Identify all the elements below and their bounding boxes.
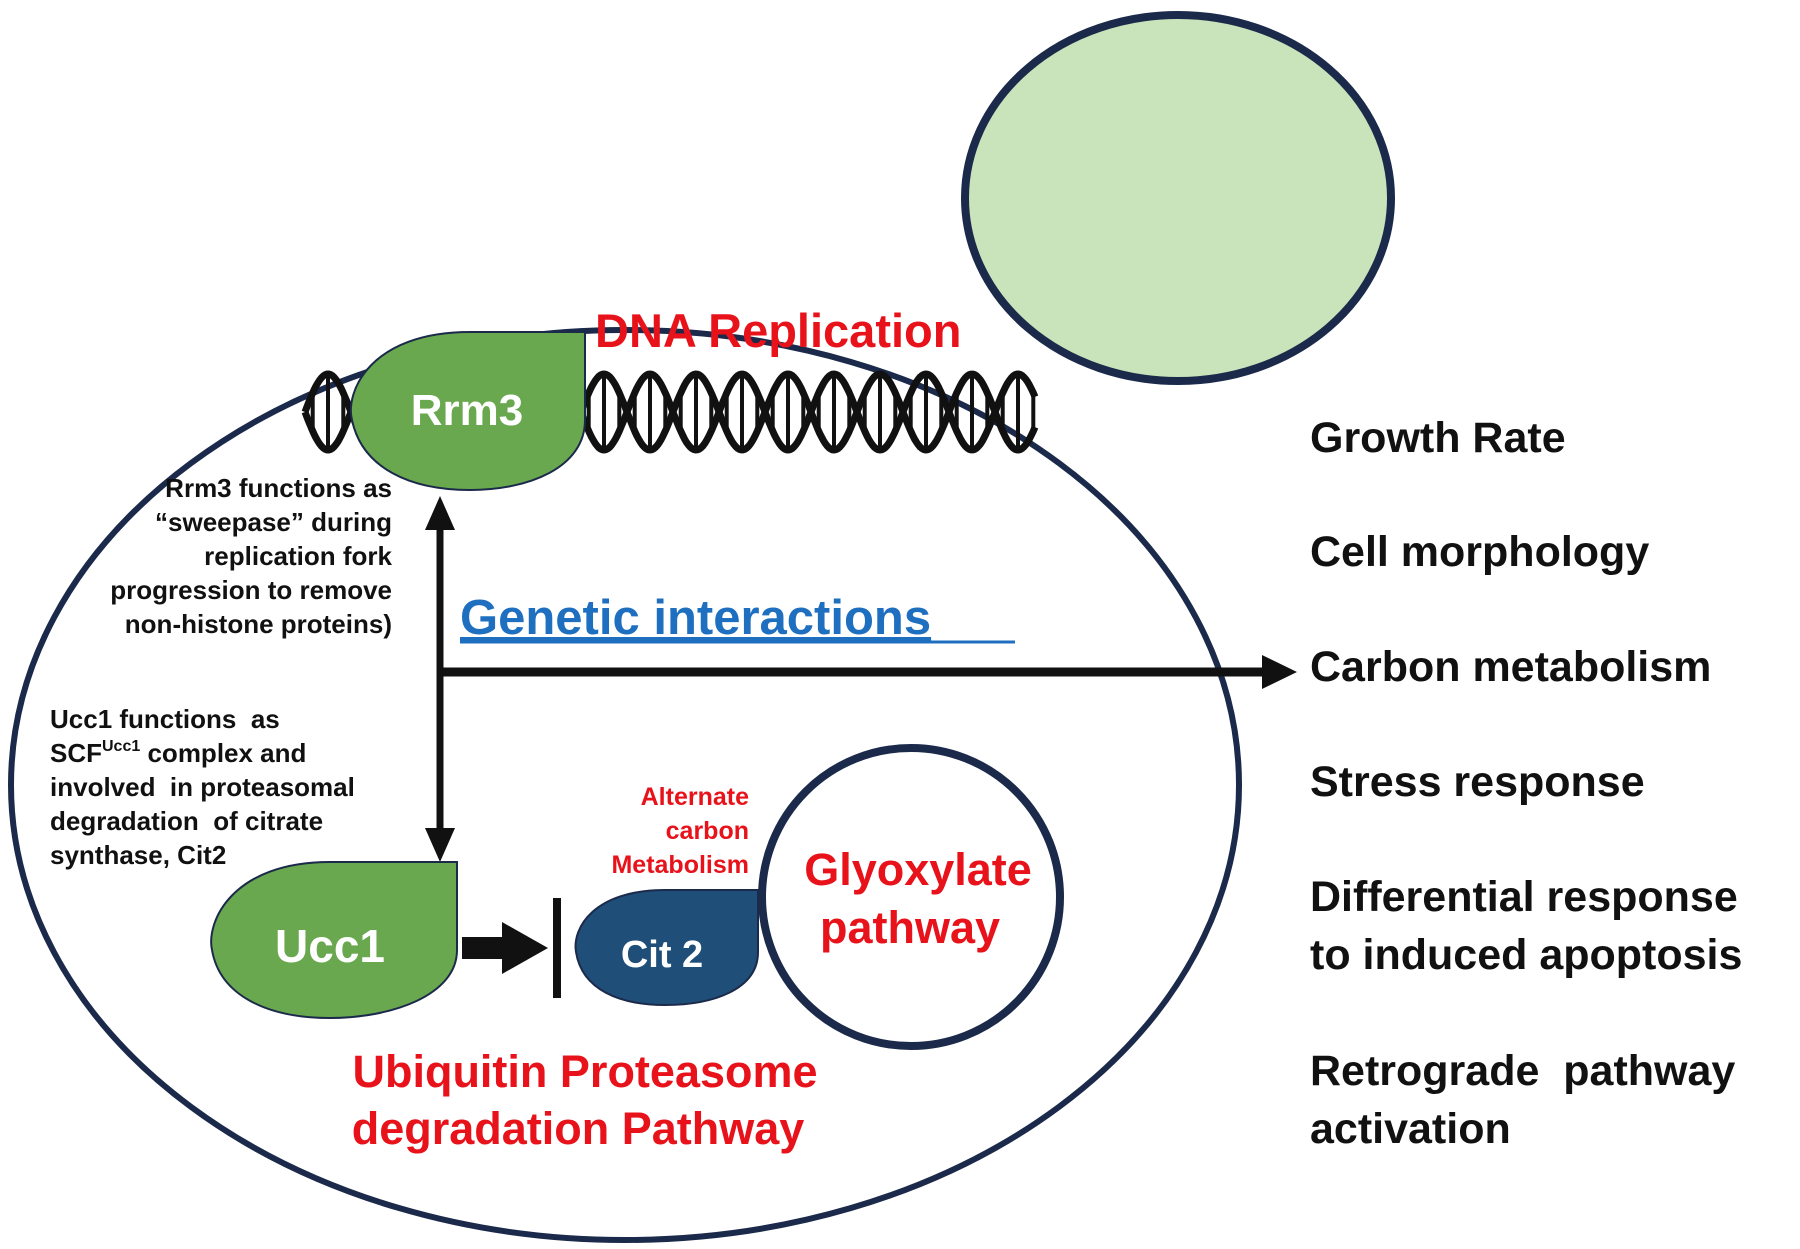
- alternate-carbon-metabolism-label: Alternate carbon Metabolism: [611, 783, 749, 879]
- arrowhead-up: [425, 496, 455, 530]
- ucc1-protein: [210, 861, 458, 1020]
- phenotype-item: Stress response: [1310, 758, 1645, 806]
- rrm3-description-line: “sweepase” during: [155, 507, 392, 537]
- phenotype-item: Cell morphology: [1310, 528, 1649, 576]
- inhibition-bar: [553, 898, 561, 998]
- phenotype-item: to induced apoptosis: [1310, 931, 1742, 979]
- phenotype-item: Growth Rate: [1310, 414, 1566, 462]
- rrm3-description-line: Rrm3 functions as: [165, 473, 392, 503]
- phenotype-item: Differential response: [1310, 873, 1738, 921]
- mother-cell: [8, 327, 1242, 1243]
- inhibition-arrowhead: [502, 922, 548, 974]
- genetic-interactions-label: Genetic interactions: [460, 591, 931, 645]
- alternate-line: carbon: [666, 817, 749, 845]
- inhibition-arrow-shaft: [462, 937, 504, 959]
- phenotype-item: activation: [1310, 1105, 1511, 1153]
- ucc1-description-line: Ucc1 functions as: [50, 704, 280, 734]
- ubiquitin-label-line1: Ubiquitin Proteasome: [352, 1046, 817, 1097]
- arrowhead-down: [425, 828, 455, 862]
- glyoxylate-label-line1: Glyoxylate: [804, 844, 1032, 895]
- glyoxylate-pathway-circle: [758, 744, 1064, 1050]
- glyoxylate-label-line2: pathway: [820, 902, 1000, 953]
- ucc1-label: Ucc1: [275, 920, 385, 972]
- ubiquitin-label-line2: degradation Pathway: [352, 1103, 805, 1154]
- phenotype-item: Carbon metabolism: [1310, 643, 1711, 691]
- ucc1-description-line-scf: SCFUcc1 complex and: [50, 738, 306, 768]
- ucc1-description-line: degradation of citrate: [50, 806, 323, 836]
- cit2-label: Cit 2: [621, 934, 703, 976]
- ucc1-description: Ucc1 functions as SCFUcc1 complex and in…: [50, 704, 355, 870]
- rrm3-label: Rrm3: [411, 386, 524, 435]
- phenotype-item: Retrograde pathway: [1310, 1047, 1735, 1095]
- alternate-line: Metabolism: [611, 851, 749, 879]
- rrm3-description-line: replication fork: [204, 541, 392, 571]
- cit2-protein: [574, 889, 759, 1007]
- dna-replication-label: DNA Replication: [595, 304, 961, 357]
- rrm3-description-line: non-histone proteins): [125, 609, 392, 639]
- rrm3-description: Rrm3 functions as “sweepase” during repl…: [110, 473, 392, 639]
- rrm3-description-line: progression to remove: [110, 575, 392, 605]
- alternate-line: Alternate: [641, 783, 749, 811]
- rrm3-protein: [350, 331, 586, 492]
- ucc1-description-line: synthase, Cit2: [50, 840, 226, 870]
- bud-cell: [961, 11, 1395, 385]
- phenotype-arrowhead: [1262, 655, 1297, 689]
- ucc1-description-line: involved in proteasomal: [50, 772, 355, 802]
- phenotype-list: Growth Rate Cell morphology Carbon metab…: [1310, 414, 1742, 1153]
